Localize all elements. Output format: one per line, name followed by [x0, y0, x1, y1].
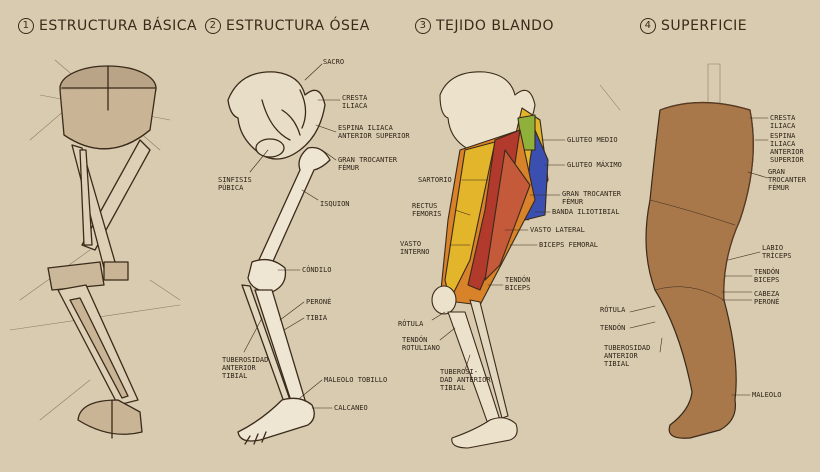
muscle-drawing [431, 71, 566, 449]
label-tuberosidad: TUBEROSIDAD ANTERIOR TIBIAL [222, 356, 269, 380]
label-espina-surface: ESPINA ILIACA ANTERIOR SUPERIOR [770, 132, 804, 164]
label-cresta-iliaca: CRESTA ILIACA [342, 94, 368, 110]
label-tuberosidad-muscle: TUBEROSI- DAD ANTERIOR TIBIAL [440, 368, 491, 392]
label-isquion: ISQUION [320, 200, 350, 208]
label-banda-iliotibial: BANDA ILIOTIBIAL [552, 208, 620, 216]
surface-drawing [599, 63, 769, 439]
label-sinfisis-pubica: SINFISIS PÚBICA [218, 176, 252, 192]
label-vasto-lateral: VASTO LATERAL [530, 226, 585, 234]
panel-number-1: 1 [18, 18, 34, 34]
basic-structure-drawing [9, 59, 181, 439]
panel-title-text-3: TEJIDO BLANDO [436, 18, 554, 34]
label-tibia: TIBIA [306, 314, 328, 322]
label-gluteo-medio: GLUTEO MEDIO [567, 136, 618, 144]
label-espina-iliaca: ESPINA ILIACA ANTERIOR SUPERIOR [338, 124, 410, 140]
panel-title-4: 4 SUPERFICIE [640, 18, 747, 34]
label-gluteo-maximo: GLUTEO MÁXIMO [567, 161, 622, 169]
label-maleolo: MALEOLO TOBILLO [324, 376, 388, 384]
label-biceps-femoral: BICEPS FEMORAL [539, 241, 599, 249]
label-cresta-surface: CRESTA ILIACA [770, 114, 796, 130]
label-calcaneo: CALCANEO [334, 404, 368, 412]
label-tendon-surface: TENDÓN [600, 324, 626, 332]
panel-title-text-1: ESTRUCTURA BÁSICA [39, 18, 198, 34]
skeleton-drawing [227, 63, 341, 445]
label-trocanter-surface: GRAN TROCANTER FÉMUR [768, 168, 806, 192]
label-tendon-biceps-surface: TENDÓN BICEPS [754, 268, 780, 284]
panel-number-4: 4 [640, 18, 656, 34]
panel-number-2: 2 [205, 18, 221, 34]
label-vasto-interno: VASTO INTERNO [400, 240, 430, 256]
panel-title-1: 1 ESTRUCTURA BÁSICA [18, 18, 197, 34]
label-rotula: RÓTULA [398, 320, 424, 328]
label-maleolo-surface: MALEOLO [752, 391, 782, 399]
label-sartorio: SARTORIO [418, 176, 452, 184]
label-labio-triceps: LABIO TRÍCEPS [762, 244, 792, 260]
label-tuberosidad-surface: TUBEROSIDAD ANTERIOR TIBIAL [604, 344, 651, 368]
panel-number-3: 3 [415, 18, 431, 34]
label-rotula-surface: RÓTULA [600, 306, 626, 314]
label-sacro: SACRO [323, 58, 345, 66]
label-gran-trocanter: GRAN TROCANTER FÉMUR [338, 156, 398, 172]
panel-title-text-2: ESTRUCTURA ÓSEA [226, 18, 370, 34]
label-tendon-rotuliano: TENDÓN ROTULIANO [402, 336, 440, 352]
label-rectus-femoris: RECTUS FEMORIS [412, 202, 442, 218]
panel-title-3: 3 TEJIDO BLANDO [415, 18, 554, 34]
label-tendon-biceps: TENDÓN BICEPS [505, 276, 531, 292]
label-gran-trocanter-muscle: GRAN TROCANTER FÉMUR [562, 190, 622, 206]
panel-title-text-4: SUPERFICIE [661, 18, 748, 34]
panel-title-2: 2 ESTRUCTURA ÓSEA [205, 18, 370, 34]
label-condilo: CÓNDILO [302, 266, 332, 274]
label-perone: PERONÉ [306, 298, 332, 306]
label-cabeza-perone: CABEZA PERONÉ [754, 290, 780, 306]
